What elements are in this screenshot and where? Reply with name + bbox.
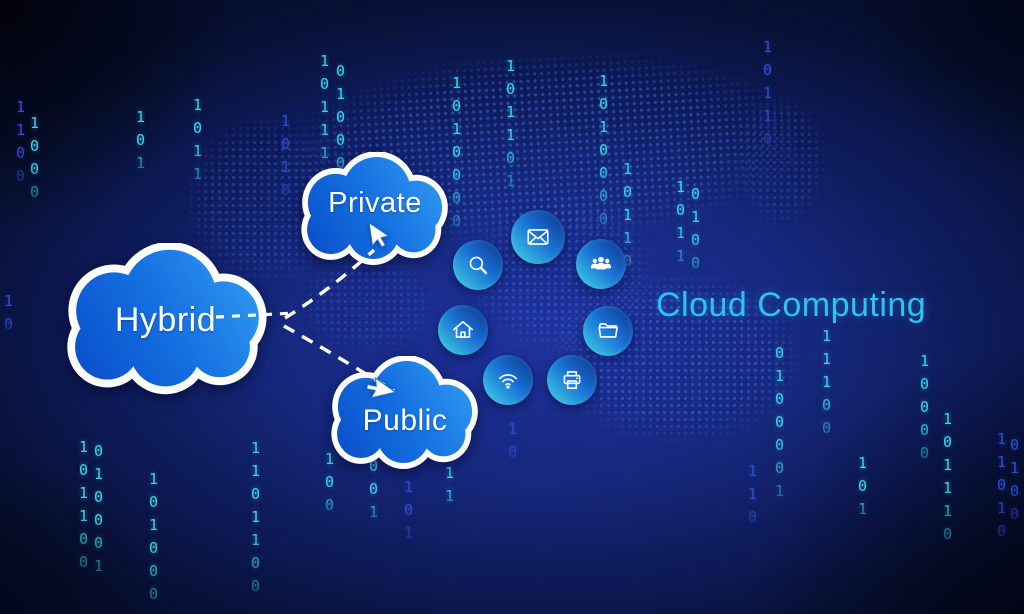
printer-icon <box>563 371 581 389</box>
cloud-shape <box>285 151 465 270</box>
printer-icon-badge <box>547 355 597 405</box>
private-cursor-icon <box>361 217 397 253</box>
search-icon-badge <box>453 240 503 290</box>
mail-icon-badge <box>511 210 565 264</box>
wifi-icon-badge <box>483 355 533 405</box>
private-cloud-label: Private <box>328 186 422 219</box>
public-cloud: Public <box>315 355 495 474</box>
folder-icon-badge <box>583 306 633 356</box>
users-icon-badge <box>576 239 626 289</box>
cloud-shape <box>45 241 290 401</box>
home-icon-badge <box>438 305 488 355</box>
page-title: Cloud Computing <box>656 286 927 324</box>
search-icon <box>469 256 488 275</box>
hybrid-cloud-label: Hybrid <box>114 300 217 339</box>
public-cloud-label: Public <box>362 404 448 437</box>
home-icon <box>452 321 474 338</box>
users-icon <box>591 256 611 270</box>
folder-icon <box>598 323 618 338</box>
wifi-icon <box>499 374 517 389</box>
world-map-dots <box>556 276 801 441</box>
hybrid-cloud: Hybrid <box>45 241 290 401</box>
private-cloud: Private <box>285 151 465 270</box>
mail-icon <box>527 229 549 245</box>
world-map-dots <box>736 96 826 226</box>
